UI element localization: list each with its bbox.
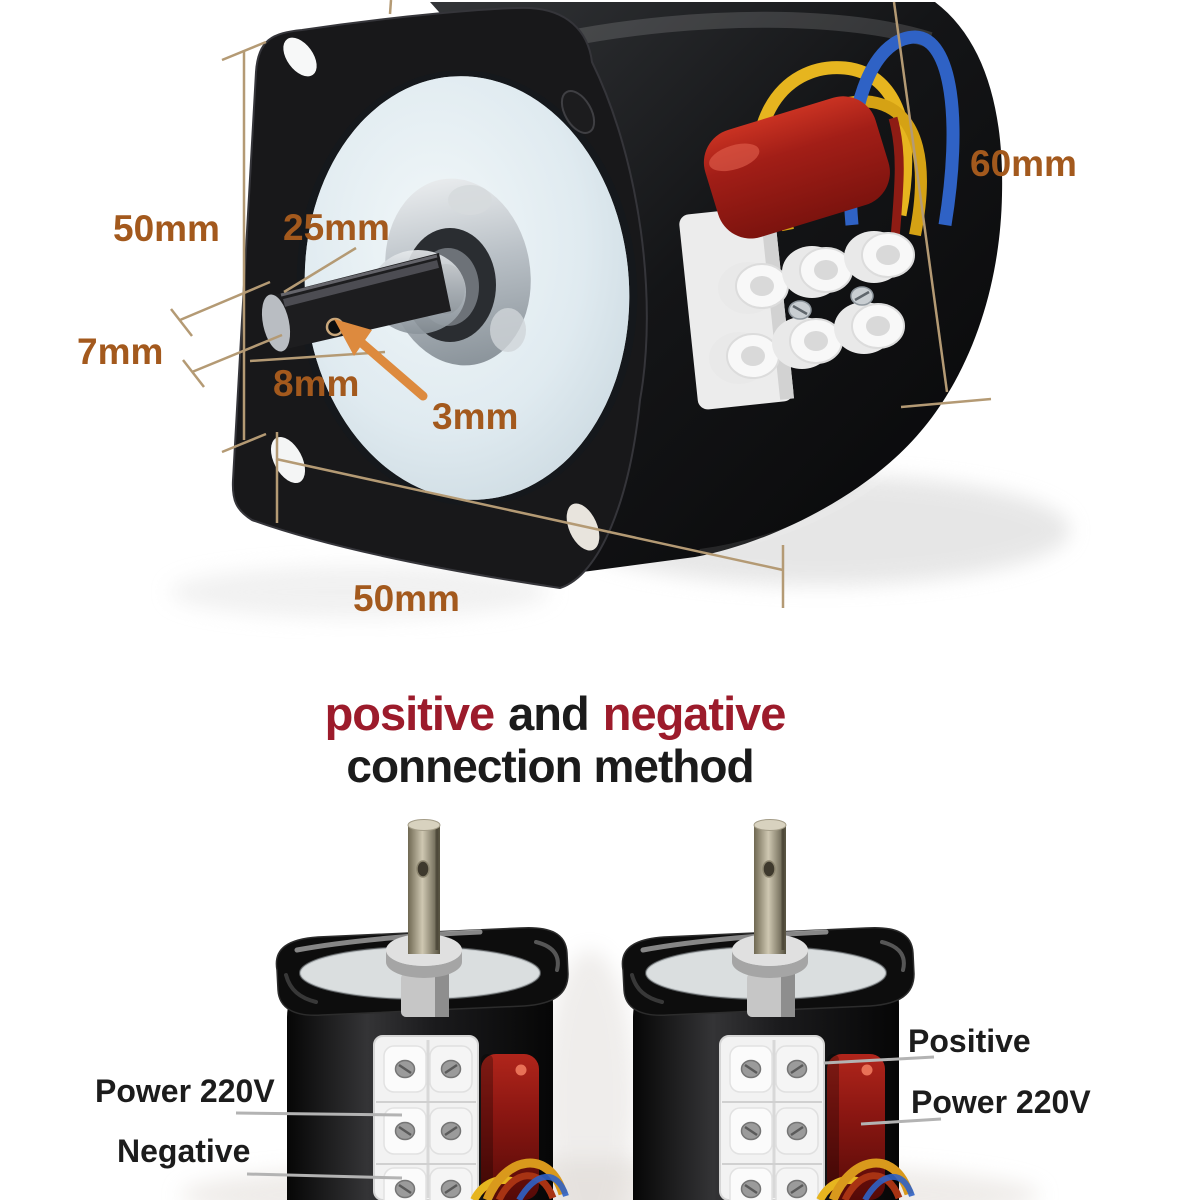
plate-glint bbox=[534, 940, 560, 972]
terminal-screw bbox=[788, 300, 812, 320]
mounting-hole bbox=[283, 37, 317, 77]
shaft-bracket-shade bbox=[435, 973, 449, 1017]
terminal bbox=[844, 231, 915, 283]
upright-motor-right bbox=[622, 820, 914, 1200]
label-leader-lines bbox=[235, 1055, 942, 1180]
upright-motor bbox=[275, 819, 569, 1200]
dim-line-plate-width bbox=[275, 457, 784, 572]
screw-slots bbox=[398, 1063, 458, 1195]
terminal-cylinders bbox=[709, 231, 915, 384]
shaft-top bbox=[407, 819, 441, 831]
capacitor bbox=[703, 96, 890, 239]
dim-shaft-diameter: 8mm bbox=[273, 363, 359, 404]
mounting-hole bbox=[560, 90, 596, 134]
output-shaft bbox=[408, 824, 440, 954]
leader-left-top bbox=[235, 1111, 403, 1117]
dim-tick bbox=[388, 0, 393, 15]
leader-right-top bbox=[823, 1055, 935, 1065]
terminal bbox=[782, 246, 853, 298]
dim-plate-width: 50mm bbox=[353, 578, 460, 619]
dim-tick bbox=[182, 359, 205, 388]
terminal bbox=[772, 317, 843, 369]
body-rim-light bbox=[699, 433, 928, 555]
dimension-lines bbox=[170, 0, 992, 608]
shaft-collar-side bbox=[386, 950, 462, 978]
heading-word-positive: positive bbox=[325, 687, 495, 740]
dim-body-depth: 60mm bbox=[970, 143, 1077, 184]
terminal bbox=[709, 332, 780, 384]
dim-line-7mm-b bbox=[191, 333, 283, 374]
plate-glint bbox=[284, 973, 318, 1004]
body-highlight bbox=[558, 11, 933, 48]
leader-left-bottom bbox=[246, 1172, 403, 1180]
terminal bbox=[834, 302, 905, 354]
connection-method-photo: Power 220V Negative Positive Power 220V bbox=[95, 820, 1091, 1200]
dim-shaft-length: 25mm bbox=[283, 207, 390, 248]
heading-line-2: connection method bbox=[346, 740, 753, 792]
dimension-labels: 50mm 25mm 60mm 7mm 8mm 3mm 50mm bbox=[77, 143, 1077, 619]
mounting-hole bbox=[270, 436, 306, 484]
motor-shaft bbox=[261, 250, 466, 352]
dim-plate-height: 50mm bbox=[113, 208, 220, 249]
dim-leader-8mm bbox=[249, 350, 386, 363]
dim-tick bbox=[221, 432, 267, 454]
heading-word-and: and bbox=[508, 687, 589, 740]
shaft-hole bbox=[416, 860, 430, 878]
terminal bbox=[718, 262, 789, 314]
dim-tick bbox=[170, 308, 193, 337]
dimension-arrow-3mm bbox=[334, 319, 428, 401]
shadow bbox=[545, 950, 635, 1200]
label-power-left: Power 220V bbox=[95, 1073, 275, 1109]
wire-red bbox=[888, 116, 904, 239]
terminal-screw bbox=[850, 286, 874, 306]
dim-line-7mm-a bbox=[179, 280, 271, 322]
label-negative: Negative bbox=[117, 1133, 250, 1169]
dim-line-60mm bbox=[892, 1, 949, 393]
top-motor-photo: 50mm 25mm 60mm 7mm 8mm 3mm 50mm bbox=[77, 0, 1077, 619]
heading-word-negative: negative bbox=[603, 687, 786, 740]
shadow bbox=[170, 566, 550, 618]
dim-hole-diameter: 3mm bbox=[432, 396, 518, 437]
dim-leader-25mm bbox=[283, 246, 357, 294]
wiring-labels: Power 220V Negative Positive Power 220V bbox=[95, 1023, 1091, 1169]
dim-shaft-tip: 7mm bbox=[77, 331, 163, 372]
shaft-end-cap bbox=[261, 294, 291, 352]
leader-right-bottom bbox=[860, 1117, 942, 1126]
dim-tick bbox=[221, 40, 267, 62]
label-positive: Positive bbox=[908, 1023, 1031, 1059]
motor-wires bbox=[470, 1158, 569, 1200]
dim-tick bbox=[900, 397, 992, 409]
terminal-block bbox=[373, 1035, 479, 1200]
plate-glint bbox=[294, 929, 483, 953]
label-power-right: Power 220V bbox=[911, 1084, 1091, 1120]
